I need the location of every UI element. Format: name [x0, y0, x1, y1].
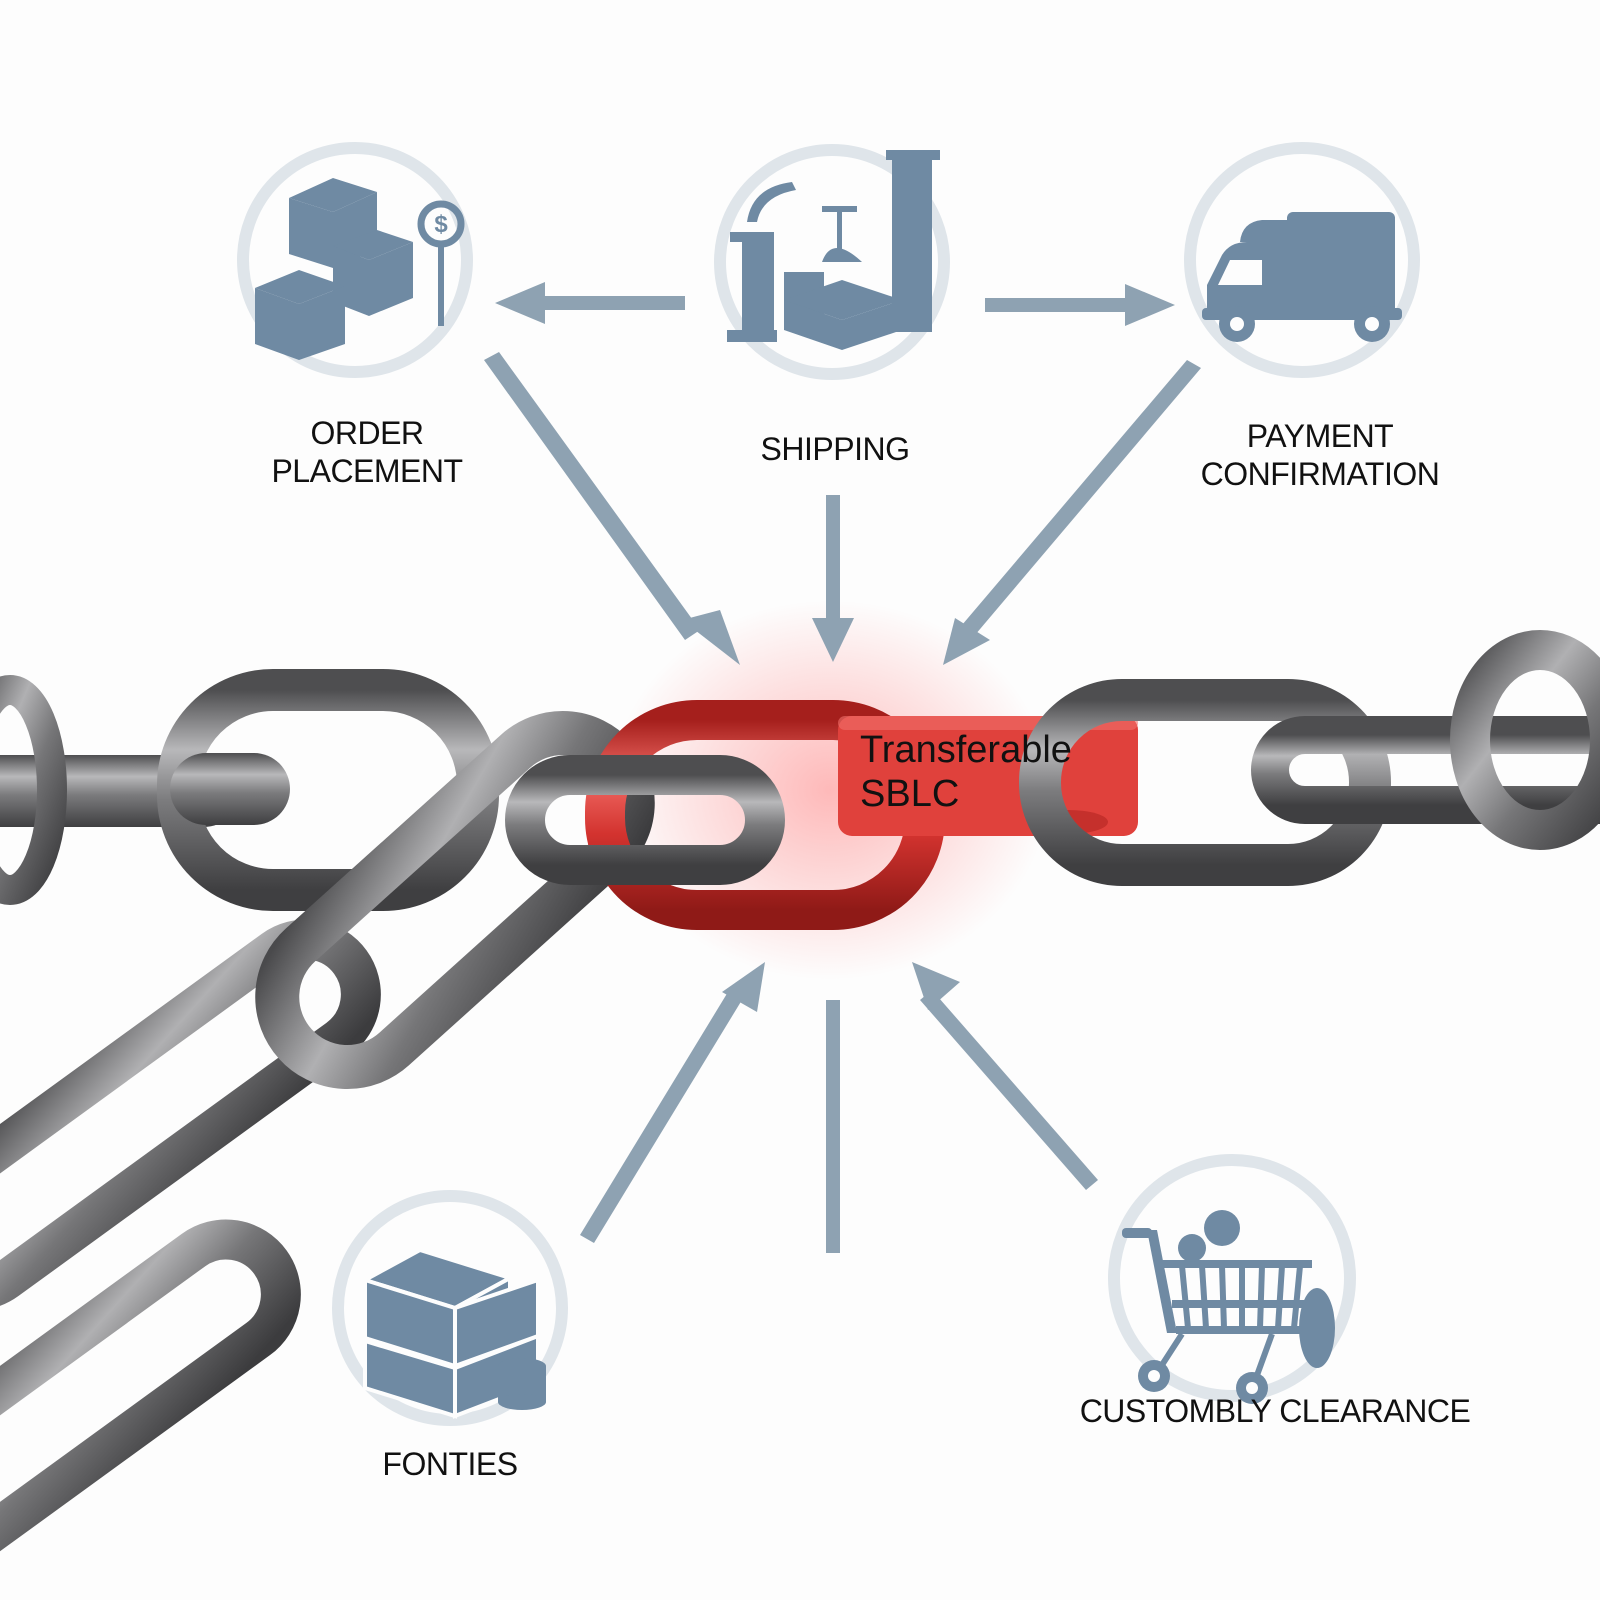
arrow-center-stem	[826, 1000, 840, 1253]
center-node-line1: Transferable	[860, 729, 1072, 771]
order-placement-line2: PLACEMENT	[271, 453, 463, 489]
arrow-order-to-center	[484, 352, 740, 665]
node-label-shipping: SHIPPING	[735, 430, 935, 468]
containers-coins-icon	[332, 1190, 568, 1426]
order-placement-line1: ORDER	[310, 415, 424, 451]
arrow-payment-to-center	[943, 360, 1201, 665]
shipping-line1: SHIPPING	[760, 431, 910, 467]
chain-link-connector	[505, 755, 785, 885]
arrows	[484, 282, 1201, 1253]
factory-icon	[714, 144, 950, 380]
node-label-payment-confirmation: PAYMENT CONFIRMATION	[1190, 417, 1450, 493]
node-label-order-placement: ORDER PLACEMENT	[262, 414, 472, 490]
arrow-customs-to-center	[912, 962, 1098, 1190]
chain-right	[1019, 630, 1600, 886]
chain-diagonal	[0, 710, 655, 1600]
node-label-fonties: FONTIES	[370, 1445, 530, 1483]
payment-line1: PAYMENT	[1246, 418, 1394, 454]
arrow-to-order-placement	[495, 282, 685, 324]
fonties-line1: FONTIES	[382, 1446, 518, 1482]
center-node-line2: SBLC	[860, 773, 960, 815]
node-label-customs-clearance: CUSTOMBLY CLEARANCE	[1070, 1392, 1480, 1430]
stacked-boxes-dollar-icon: $	[237, 142, 473, 378]
chain-left	[0, 669, 499, 911]
center-node-label: Transferable SBLC	[860, 728, 1072, 816]
svg-text:$: $	[434, 211, 448, 238]
shopping-cart-icon	[1108, 1154, 1356, 1404]
payment-line2: CONFIRMATION	[1200, 456, 1440, 492]
arrow-fonties-to-center	[580, 962, 765, 1243]
arrow-to-payment-confirmation	[985, 284, 1175, 326]
delivery-truck-icon	[1184, 142, 1420, 378]
customs-line1: CUSTOMBLY CLEARANCE	[1079, 1393, 1471, 1429]
arrow-shipping-to-center	[812, 495, 854, 662]
